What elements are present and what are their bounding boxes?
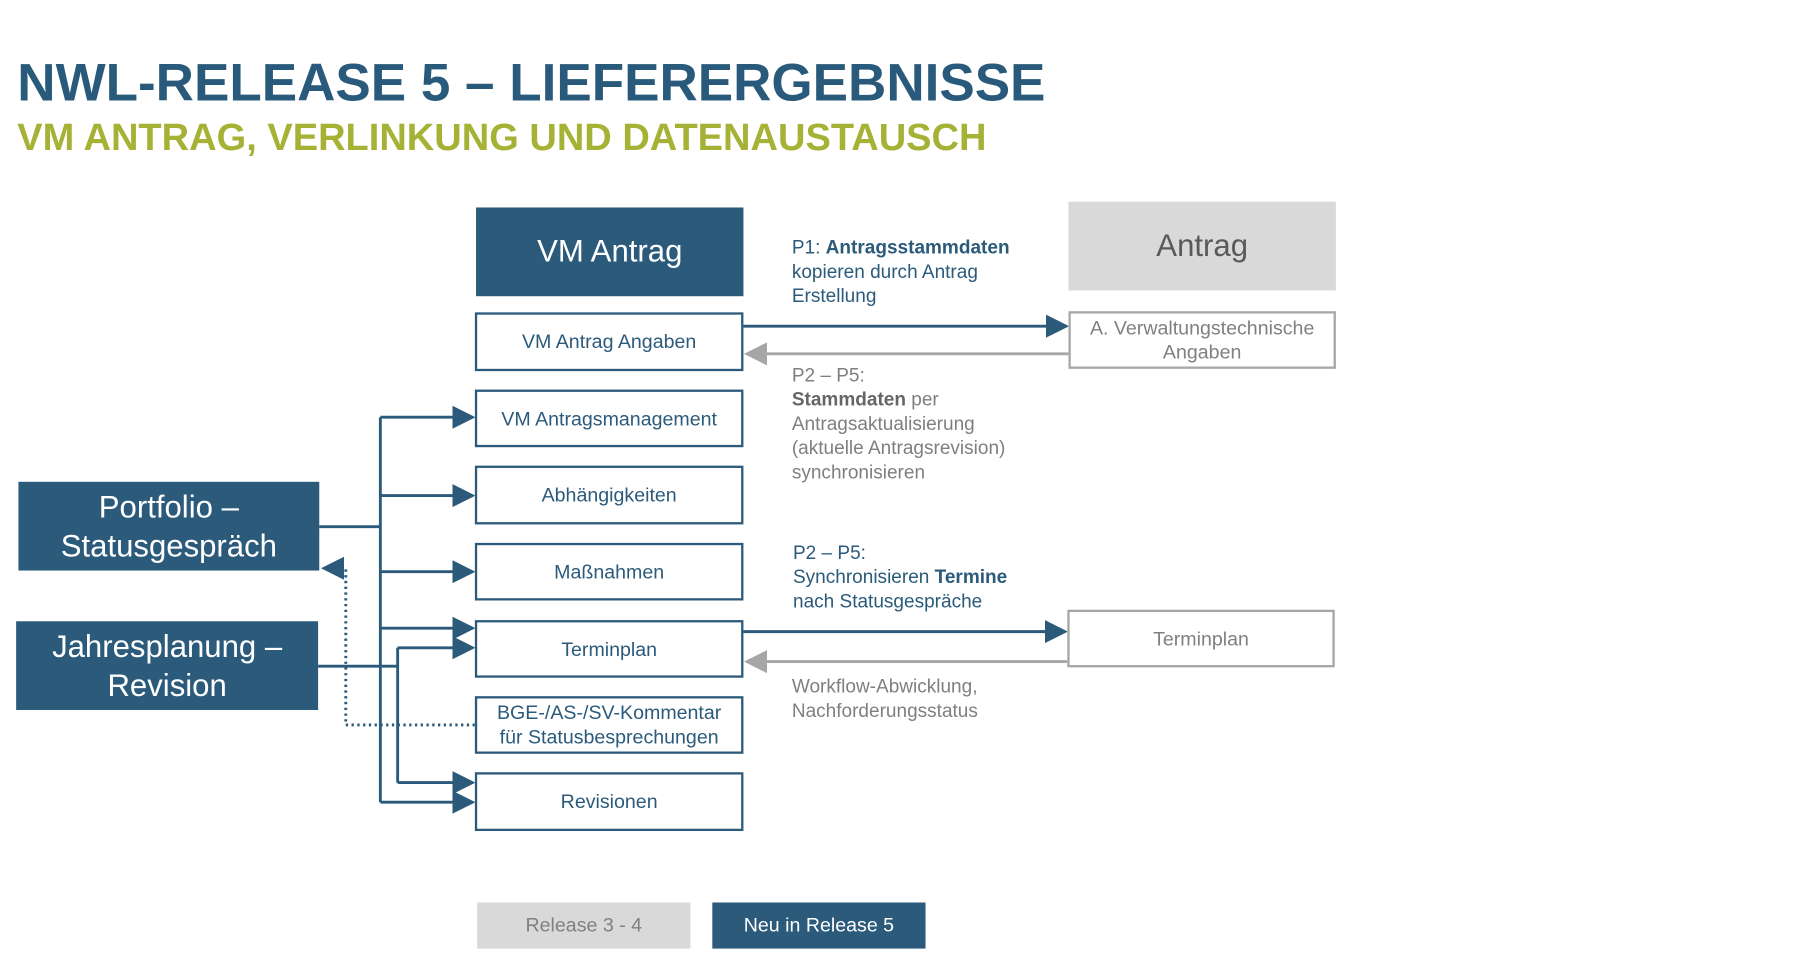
vm-antragsmanagement-box: VM Antragsmanagement <box>474 389 744 448</box>
verwaltungstechnische-angaben-box: A. Verwaltungstechnische Angaben <box>1068 311 1336 369</box>
p1-prefix: P1: <box>791 237 826 259</box>
revisionen-box: Revisionen <box>474 772 744 832</box>
termine-pre: Synchronisieren <box>792 567 935 588</box>
terminplan-box: Terminplan <box>474 620 744 678</box>
p2-bold: Stammdaten <box>791 389 906 411</box>
comment-feedback-dotted-arrow <box>320 556 475 727</box>
p1-bold: Antragsstammdaten <box>825 237 1010 259</box>
abhaengigkeiten-box: Abhängigkeiten <box>474 465 744 525</box>
p1-note: P1: Antragsstammdaten kopieren durch Ant… <box>792 236 1046 309</box>
antrag-terminplan-box: Terminplan <box>1067 609 1335 668</box>
page-subtitle: VM ANTRAG, VERLINKUNG UND DATENAUSTAUSCH <box>17 115 987 158</box>
portfolio-connectors <box>319 405 476 814</box>
p2-prefix: P2 – P5: <box>791 365 865 387</box>
legend-new-in-release-5: Neu in Release 5 <box>712 902 926 949</box>
portfolio-statusgespraech-box: Portfolio – Statusgespräch <box>18 481 320 571</box>
termine-prefix: P2 – P5: <box>792 542 866 564</box>
page-title: NWL-RELEASE 5 – LIEFERERGEBNISSE <box>17 51 1046 112</box>
vm-antrag-header: VM Antrag <box>476 207 744 297</box>
p2-stammdaten-note: P2 – P5: Stammdaten per Antragsaktualisi… <box>792 364 1034 485</box>
p2-rest: per Antragsaktualisierung (aktuelle Antr… <box>791 389 1006 483</box>
vm-antrag-angaben-box: VM Antrag Angaben <box>474 312 744 372</box>
workflow-note: Workflow-Abwicklung, Nachforderungsstatu… <box>791 676 978 722</box>
antrag-header: Antrag <box>1068 201 1336 291</box>
legend-release-3-4: Release 3 - 4 <box>477 902 691 949</box>
termine-rest: nach Statusgespräche <box>792 591 983 613</box>
jahresplanung-connectors <box>318 636 476 795</box>
p2-termine-note: P2 – P5: Synchronisieren Termine nach St… <box>793 542 1041 615</box>
kommentar-box: BGE-/AS-/SV-Kommentar für Statusbesprech… <box>474 696 744 754</box>
massnahmen-box: Maßnahmen <box>474 542 744 601</box>
p1-rest: kopieren durch Antrag Erstellung <box>791 261 978 307</box>
jahresplanung-revision-box: Jahresplanung – Revision <box>16 621 319 711</box>
termine-bold: Termine <box>934 567 1008 588</box>
